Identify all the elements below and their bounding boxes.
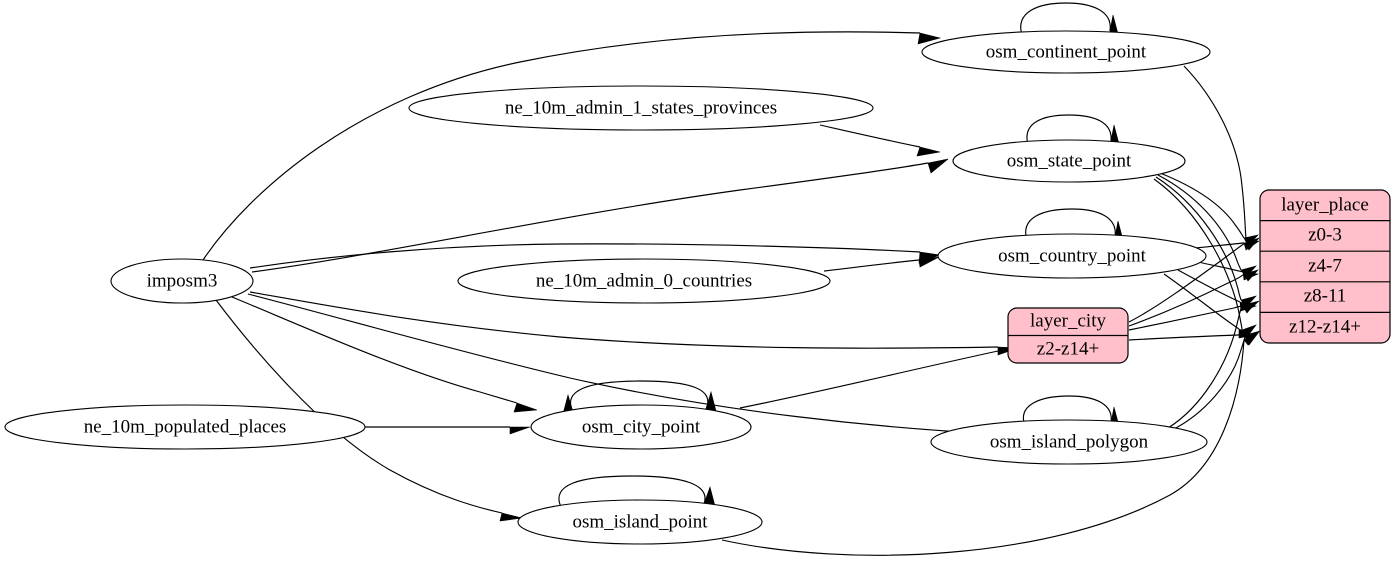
edge-ne_populated-to-osm_city_point [365, 426, 531, 435]
node-osm_island_polygon[interactable]: osm_island_polygon [930, 419, 1208, 465]
node-layer_city[interactable]: layer_city z2-z14+ [1007, 307, 1129, 364]
edge-osm_state_point-to-layer_place-z0-3 [1159, 172, 1259, 247]
node-osm_city_point[interactable]: osm_city_point [530, 404, 752, 450]
node-layer_place[interactable]: layer_place z0-3 z4-7 z8-11 z12-z14+ [1259, 189, 1391, 344]
node-ne_10m_admin_0_countries[interactable]: ne_10m_admin_0_countries [457, 258, 831, 304]
node-ne_10m_populated_places[interactable]: ne_10m_populated_places [4, 404, 366, 450]
edge-ne_states-to-osm_state_point [819, 124, 941, 157]
edge-layer_city-to-layer_place-z4-7 [1128, 269, 1259, 327]
edge-imposm3-to-osm_continent_point [202, 31, 942, 261]
node-osm_continent_point[interactable]: osm_continent_point [921, 30, 1211, 74]
edge-imposm3-to-osm_state_point [251, 158, 949, 273]
edge-layer_city-to-layer_place-z12-z14 [1128, 330, 1262, 343]
node-osm_state_point[interactable]: osm_state_point [952, 139, 1186, 183]
node-ne_10m_admin_1_states_provinces[interactable]: ne_10m_admin_1_states_provinces [408, 85, 874, 131]
node-osm_island_point[interactable]: osm_island_point [517, 499, 763, 545]
edge-imposm3-to-osm_island_point [215, 299, 523, 522]
edge-layer_city-to-layer_place-z8-11 [1128, 300, 1260, 331]
edge-self-loop-osm_continent_point [1020, 2, 1119, 36]
edge-osm_island_polygon-to-layer_place-z8-11 [1167, 301, 1257, 429]
edge-osm_continent_point-to-layer_place-z0-3 [1183, 65, 1253, 245]
node-osm_country_point[interactable]: osm_country_point [937, 233, 1207, 279]
edge-layer_city-to-layer_place-z0-3 [1128, 237, 1260, 323]
edge-imposm3-to-osm_city_point [231, 296, 538, 413]
node-imposm3[interactable]: imposm3 [110, 258, 254, 304]
edge-ne_countries-to-osm_country_point [823, 256, 940, 272]
edge-osm_city_point-to-layer_city [739, 350, 999, 409]
